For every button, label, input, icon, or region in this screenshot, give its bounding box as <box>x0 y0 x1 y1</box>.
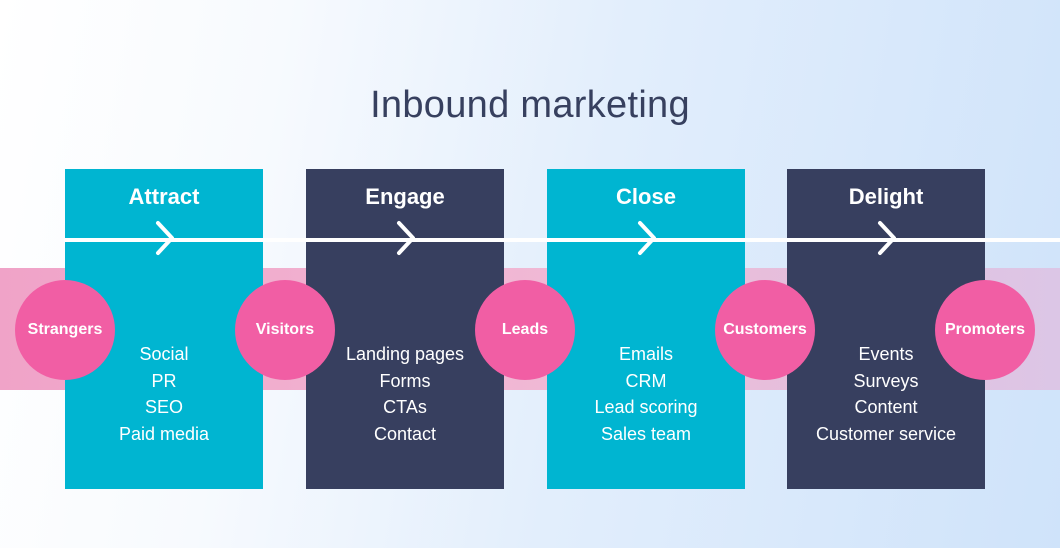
stage-item: Landing pages <box>345 344 465 364</box>
chevron-right-icon <box>397 221 415 255</box>
stage-item: Sales team <box>600 423 692 444</box>
audience-leads: Leads <box>475 280 575 380</box>
stage-title: Engage <box>365 184 445 209</box>
audience-customers: Customers <box>715 280 815 380</box>
stage-item: PR <box>151 370 177 391</box>
stage-item: Customer service <box>815 423 957 444</box>
stage-item: Lead scoring <box>594 397 698 417</box>
audience-strangers: Strangers <box>15 280 115 380</box>
stage-item: SEO <box>144 397 183 417</box>
chevron-right-icon <box>638 221 656 255</box>
chevron-right-icon <box>878 221 896 255</box>
stage-items: Emails CRM Lead scoring Sales team <box>547 341 745 447</box>
audience-promoters: Promoters <box>935 280 1035 380</box>
stage-close: Close Emails CRM Lead scoring Sales team <box>547 169 745 489</box>
stage-title: Delight <box>848 184 924 209</box>
stage-attract: Attract Social PR SEO Paid media <box>65 169 263 489</box>
diagram-title: Inbound marketing <box>370 84 690 126</box>
stage-items: Landing pages Forms CTAs Contact <box>306 341 504 447</box>
stage-items: Social PR SEO Paid media <box>65 341 263 447</box>
flow-line <box>64 238 1060 242</box>
stage-items: Events Surveys Content Customer service <box>787 341 985 447</box>
chevron-right-icon <box>156 221 174 255</box>
stage-title: Close <box>616 184 676 209</box>
stage-title: Attract <box>128 184 200 209</box>
stage-item: Forms <box>379 370 431 391</box>
stage-item: Social <box>139 344 189 364</box>
stage-engage: Engage Landing pages Forms CTAs Contact <box>306 169 504 489</box>
stage-item: Events <box>858 344 914 364</box>
stage-item: Content <box>854 397 918 417</box>
stage-item: CRM <box>625 370 667 391</box>
stage-item: CTAs <box>383 397 427 417</box>
stage-item: Surveys <box>853 370 919 391</box>
audience-visitors: Visitors <box>235 280 335 380</box>
stage-item: Emails <box>618 344 673 364</box>
stage-item: Paid media <box>118 423 210 444</box>
stage-item: Contact <box>373 423 437 444</box>
